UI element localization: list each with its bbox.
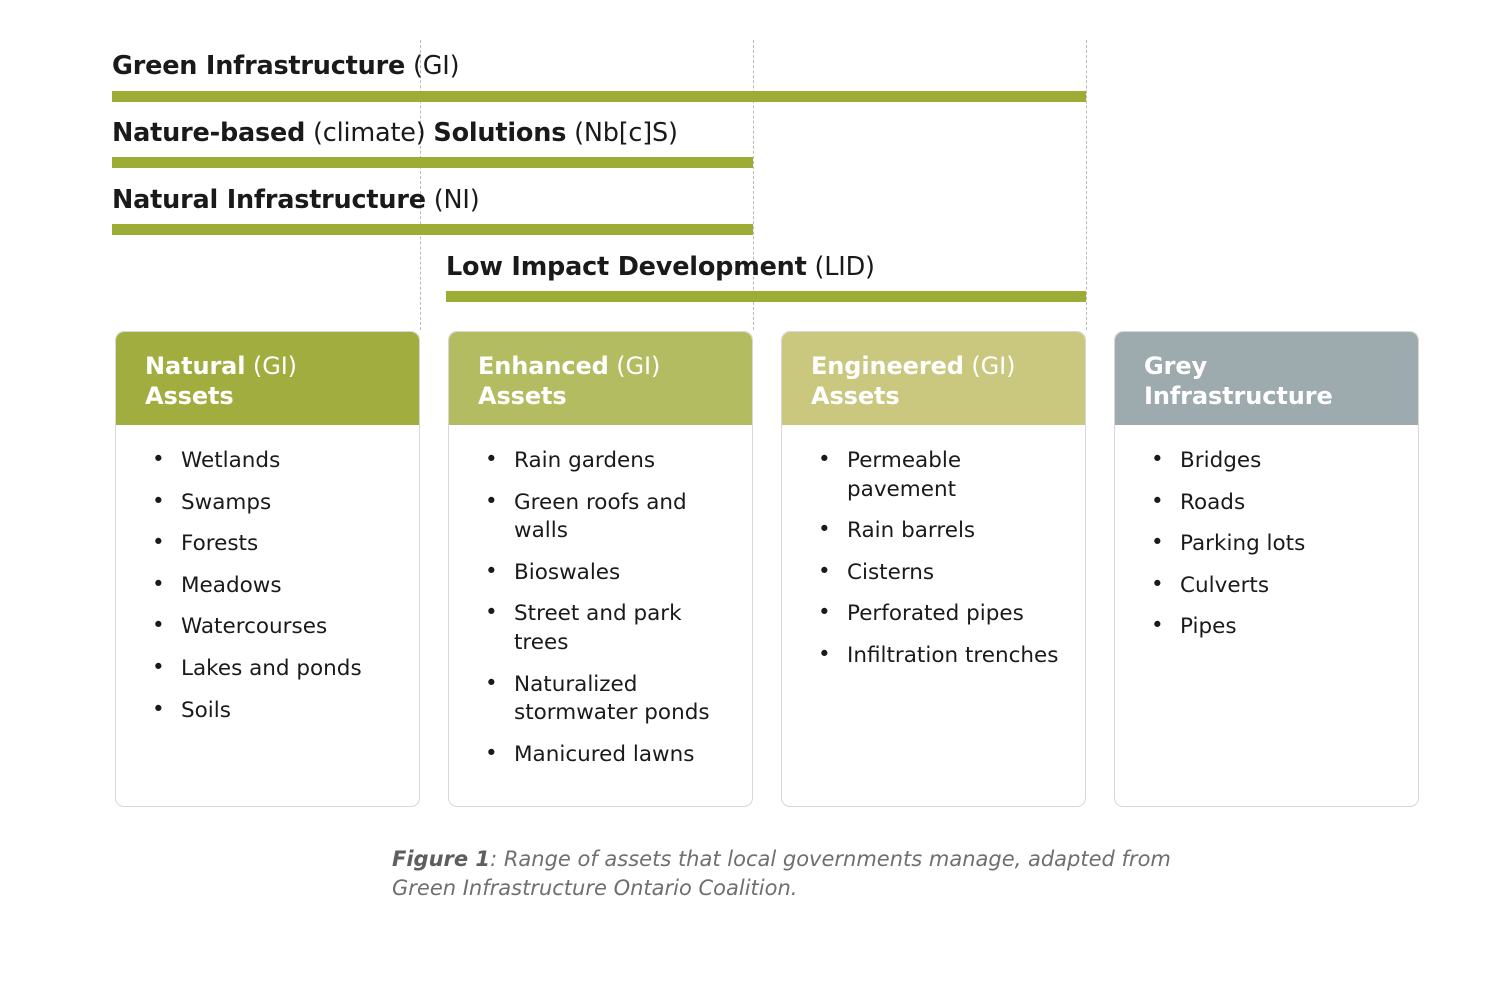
scope-bar-green-infrastructure (112, 91, 1086, 102)
scope-label-abbrev-green-infrastructure: (GI) (405, 51, 460, 81)
list-item: Soils (150, 696, 405, 726)
card-title-line2-enhanced: Assets (478, 382, 567, 411)
scope-bar-low-impact-development (446, 291, 1086, 302)
card-title-enhanced-gi-assets: Enhanced (GI) Assets (478, 351, 752, 411)
card-list-grey-infrastructure: Bridges Roads Parking lots Culverts Pipe… (1115, 425, 1418, 642)
card-title-natural-gi-assets: Natural (GI) Assets (145, 351, 419, 411)
card-header-enhanced-gi-assets: Enhanced (GI) Assets (449, 332, 752, 425)
scope-bar-nature-based-solutions (112, 157, 753, 168)
list-item: Manicured lawns (483, 740, 738, 770)
scope-label-green-infrastructure: Green Infrastructure (GI) (112, 51, 460, 81)
scope-label-bold-green-infrastructure: Green Infrastructure (112, 51, 406, 81)
scope-label-climate-nature-based: (climate) (305, 118, 434, 148)
list-item: Rain gardens (483, 446, 738, 476)
scope-label-abbrev-low-impact-development: (LID) (806, 252, 875, 282)
scope-label-bold-nature-based: Nature-based (112, 118, 306, 148)
card-title-bold-enhanced: Enhanced (478, 352, 609, 380)
scope-label-bold-solutions: Solutions (433, 118, 567, 148)
card-title-abbrev-enhanced: (GI) (608, 352, 661, 380)
list-item: Parking lots (1149, 529, 1404, 559)
card-title-grey-infrastructure: Grey Infrastructure (1144, 351, 1418, 411)
list-item: Pipes (1149, 612, 1404, 642)
card-title-bold-natural: Natural (145, 352, 246, 380)
figure-caption-text: : Range of assets that local governments… (392, 847, 1171, 900)
card-header-engineered-gi-assets: Engineered (GI) Assets (782, 332, 1085, 425)
card-natural-gi-assets: Natural (GI) Assets Wetlands Swamps Fore… (115, 331, 420, 807)
card-list-enhanced-gi-assets: Rain gardens Green roofs and walls Biosw… (449, 425, 752, 769)
card-list-engineered-gi-assets: Permeable pavement Rain barrels Cisterns… (782, 425, 1085, 671)
list-item: Bioswales (483, 558, 738, 588)
card-title-line2-grey: Infrastructure (1144, 382, 1333, 411)
guide-line-right (1086, 40, 1087, 330)
list-item: Bridges (1149, 446, 1404, 476)
scope-label-abbrev-natural-infrastructure: (NI) (425, 185, 480, 215)
list-item: Culverts (1149, 571, 1404, 601)
list-item: Perforated pipes (816, 599, 1071, 629)
scope-label-bold-natural-infrastructure: Natural Infrastructure (112, 185, 426, 215)
card-enhanced-gi-assets: Enhanced (GI) Assets Rain gardens Green … (448, 331, 753, 807)
scope-label-bold-low-impact-development: Low Impact Development (446, 252, 807, 282)
scope-bar-natural-infrastructure (112, 224, 753, 235)
card-title-line2-engineered: Assets (811, 382, 900, 411)
card-title-abbrev-natural: (GI) (245, 352, 297, 380)
list-item: Meadows (150, 571, 405, 601)
guide-line-left (420, 40, 421, 330)
card-title-engineered-gi-assets: Engineered (GI) Assets (811, 351, 1085, 411)
scope-label-abbrev-nature-based: (Nb[c]S) (566, 118, 678, 148)
card-title-bold-engineered: Engineered (811, 352, 964, 380)
list-item: Swamps (150, 488, 405, 518)
scope-label-low-impact-development: Low Impact Development (LID) (446, 253, 875, 281)
guide-line-middle (753, 40, 754, 330)
card-grey-infrastructure: Grey Infrastructure Bridges Roads Parkin… (1114, 331, 1419, 807)
asset-cards-row: Natural (GI) Assets Wetlands Swamps Fore… (115, 331, 1419, 807)
scope-label-nature-based-solutions: Nature-based (climate) Solutions (Nb[c]S… (112, 119, 678, 147)
card-title-abbrev-engineered: (GI) (963, 352, 1016, 380)
list-item: Infiltration trenches (816, 641, 1071, 671)
list-item: Rain barrels (816, 516, 1071, 546)
list-item: Roads (1149, 488, 1404, 518)
figure-caption: Figure 1: Range of assets that local gov… (392, 845, 1212, 903)
list-item: Naturalized stormwater ponds (483, 670, 738, 728)
list-item: Permeable pavement (816, 446, 1071, 504)
card-title-bold-grey: Grey (1144, 352, 1208, 380)
list-item: Lakes and ponds (150, 654, 405, 684)
card-list-natural-gi-assets: Wetlands Swamps Forests Meadows Watercou… (116, 425, 419, 725)
scope-label-natural-infrastructure: Natural Infrastructure (NI) (112, 185, 480, 215)
list-item: Forests (150, 529, 405, 559)
list-item: Cisterns (816, 558, 1071, 588)
card-header-grey-infrastructure: Grey Infrastructure (1115, 332, 1418, 425)
card-header-natural-gi-assets: Natural (GI) Assets (116, 332, 419, 425)
figure-caption-label: Figure 1 (392, 847, 491, 871)
list-item: Street and park trees (483, 599, 738, 657)
card-title-line2-natural: Assets (145, 382, 234, 411)
card-engineered-gi-assets: Engineered (GI) Assets Permeable pavemen… (781, 331, 1086, 807)
list-item: Wetlands (150, 446, 405, 476)
list-item: Watercourses (150, 612, 405, 642)
list-item: Green roofs and walls (483, 488, 738, 546)
